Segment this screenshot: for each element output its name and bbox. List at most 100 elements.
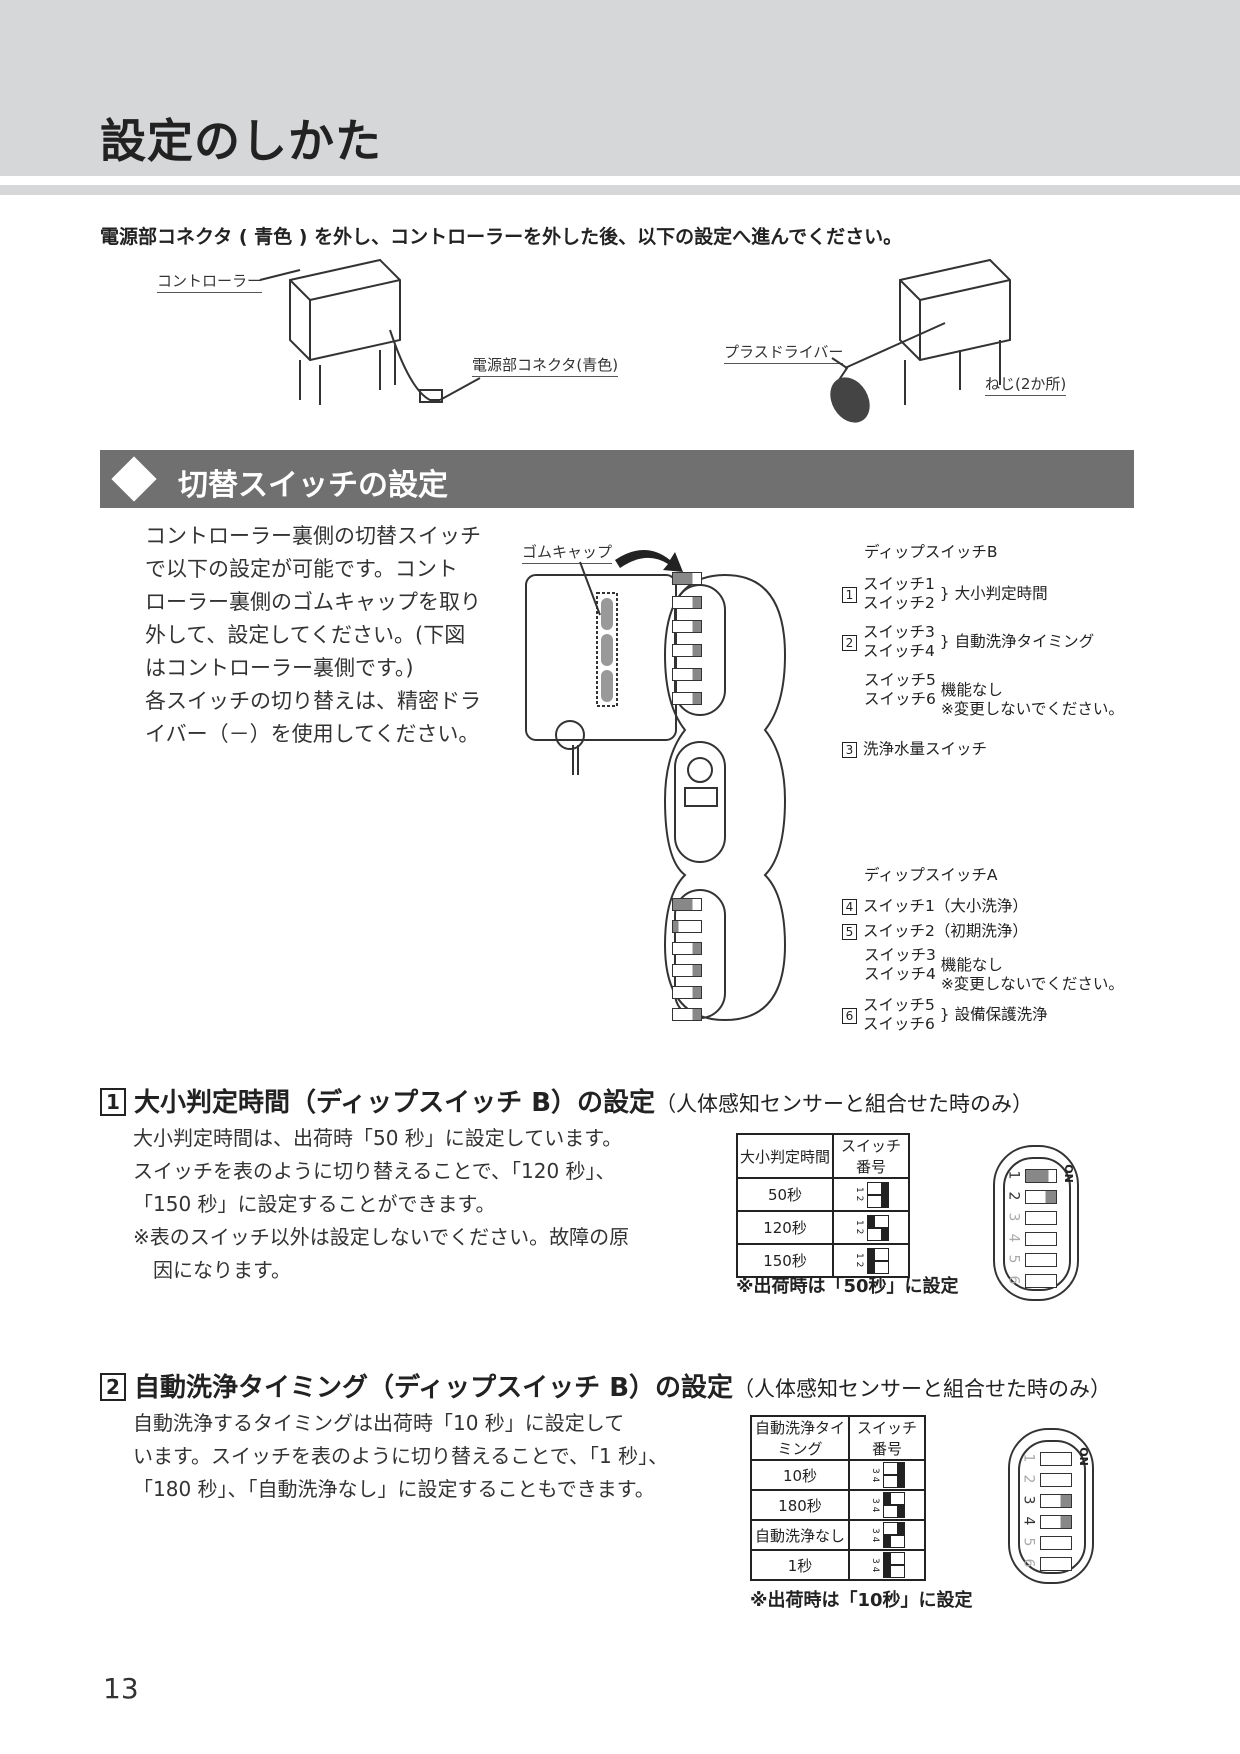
label: スイッチ5: [863, 996, 935, 1014]
dip-switch[interactable]: [1025, 1211, 1057, 1225]
label: スイッチ3: [863, 623, 935, 641]
header-rule: [0, 185, 1240, 195]
dip-a-switches: [672, 898, 702, 1021]
page-number: 13: [103, 1672, 139, 1705]
switch-cell: 3 4: [848, 1519, 926, 1551]
switch-cell: 1 2: [832, 1243, 911, 1278]
dip-switch[interactable]: [672, 898, 702, 911]
dip-switch[interactable]: [1040, 1515, 1072, 1529]
driver-label: プラスドライバー: [724, 341, 844, 364]
body-line: います。スイッチを表のように切り替えることで、「1 秒」、: [133, 1444, 669, 1468]
label: 洗浄水量スイッチ: [863, 740, 988, 758]
ref-box: 3: [842, 742, 857, 758]
body-line: ※表のスイッチ以外は設定しないでください。故障の原: [133, 1225, 630, 1249]
section-header: 切替スイッチの設定: [100, 450, 1134, 508]
body-line: 「180 秒」、「自動洗浄なし」に設定することもできます。: [133, 1477, 655, 1501]
dip-switch[interactable]: [1040, 1494, 1072, 1508]
dip-switch[interactable]: [1025, 1169, 1057, 1183]
dip-switch[interactable]: [1025, 1232, 1057, 1246]
label: 大小判定時間: [954, 584, 1048, 603]
row-label: 自動洗浄なし: [750, 1519, 850, 1551]
dip-switch[interactable]: [1040, 1473, 1072, 1487]
switch-state: [883, 1565, 905, 1578]
body-line: で以下の設定が可能です。コント: [145, 557, 458, 581]
label: ※変更しないでください。: [940, 975, 1124, 993]
sub1-footnote: ※出荷時は「50秒」に設定: [736, 1276, 959, 1297]
row-label: 50秒: [735, 1177, 835, 1212]
dip-switch[interactable]: [1040, 1452, 1072, 1466]
label: スイッチ1: [863, 575, 935, 593]
dip-switch[interactable]: [672, 920, 702, 933]
sub1-number: 1: [100, 1088, 126, 1116]
dip-b-switches: [672, 572, 702, 705]
dip-switch[interactable]: [672, 986, 702, 999]
label: スイッチ5: [864, 671, 936, 689]
dip-switch[interactable]: [672, 596, 702, 609]
label: スイッチ4: [864, 965, 936, 983]
ref-box: 4: [842, 899, 857, 915]
dip-switch[interactable]: [672, 668, 702, 681]
dip-switch[interactable]: [672, 942, 702, 955]
label: スイッチ2（初期洗浄）: [863, 922, 1028, 940]
sub1-title: 大小判定時間（ディップスイッチ B）の設定: [134, 1088, 656, 1118]
dip-switch[interactable]: [672, 964, 702, 977]
dip-switch[interactable]: [1025, 1274, 1057, 1288]
row-label: 1秒: [750, 1549, 850, 1581]
label-rotary: 3 洗浄水量スイッチ: [842, 740, 987, 759]
sub1-note: （人体感知センサーと組合せた時のみ）: [655, 1092, 1034, 1116]
ref-box: 5: [842, 924, 857, 940]
sub1-body: 大小判定時間は、出荷時「50 秒」に設定しています。 スイッチを表のように切り替…: [133, 1122, 629, 1287]
label: スイッチ3: [864, 946, 936, 964]
dip-switch[interactable]: [672, 1008, 702, 1021]
ref-box: 6: [842, 1007, 857, 1024]
body-line: 外して、設定してください。(下図: [145, 623, 466, 647]
ref-box: 1: [842, 586, 857, 603]
switch-cell: 3 4: [848, 1549, 926, 1581]
header-band: [0, 0, 1240, 176]
label: スイッチ6: [863, 1015, 935, 1033]
sub2-number: 2: [100, 1373, 126, 1401]
row-label: 150秒: [735, 1243, 835, 1278]
label: 自動洗浄タイミング: [954, 632, 1095, 651]
col-header: 大小判定時間: [735, 1133, 835, 1179]
label: 機能なし: [940, 681, 1003, 699]
body-line: 各スイッチの切り替えは、精密ドラ: [145, 689, 481, 713]
page-title: 設定のしかた: [100, 114, 382, 168]
dip-switch[interactable]: [1025, 1190, 1057, 1204]
col-header: 自動洗浄タイミング: [750, 1415, 850, 1461]
dip-a-label: ディップスイッチA: [864, 866, 998, 884]
dip-switch[interactable]: [1040, 1557, 1072, 1571]
sub2-footnote: ※出荷時は「10秒」に設定: [750, 1590, 973, 1611]
switch-cell: 3 4: [848, 1489, 926, 1521]
switch-state: [883, 1522, 905, 1535]
dip-switch[interactable]: [1025, 1253, 1057, 1267]
label: スイッチ2: [863, 594, 935, 612]
switch-cell: 1 2: [832, 1177, 911, 1212]
switch-state: [867, 1260, 890, 1274]
col-header: スイッチ番号: [832, 1133, 911, 1179]
col-header: スイッチ番号: [848, 1415, 926, 1461]
switch-cell: 3 4: [848, 1459, 926, 1491]
dip-switch[interactable]: [672, 692, 702, 705]
dip-switch[interactable]: [672, 644, 702, 657]
label: 設備保護洗浄: [954, 1005, 1048, 1024]
label-a2: 5 スイッチ2（初期洗浄）: [842, 922, 1028, 941]
screw-label: ねじ(2か所): [985, 373, 1067, 396]
controller-illustrations: [259, 258, 1011, 423]
dip-switch[interactable]: [672, 620, 702, 633]
dip-switch[interactable]: [1040, 1536, 1072, 1550]
dip-switch[interactable]: [672, 572, 702, 585]
body-line: スイッチを表のように切り替えることで、「120 秒」、: [133, 1159, 616, 1183]
